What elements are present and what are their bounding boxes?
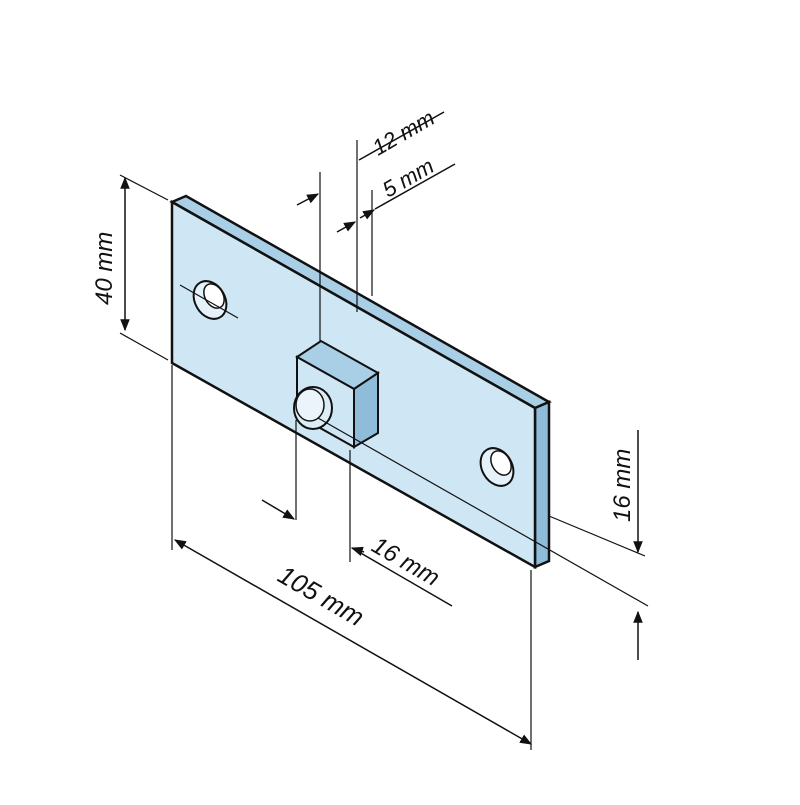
dim-depth-total-label: 12 mm bbox=[368, 105, 439, 160]
dimension-lines bbox=[120, 111, 643, 745]
dim-height-label: 40 mm bbox=[91, 232, 118, 305]
mounting-hole-right bbox=[479, 447, 515, 487]
dim-plate-thickness-label: 5 mm bbox=[378, 153, 438, 202]
dim-offset-label: 16 mm bbox=[609, 449, 636, 522]
dim-width-label: 105 mm bbox=[273, 559, 369, 632]
mounting-hole-left bbox=[192, 280, 228, 320]
dim-spacing-label: 16 mm bbox=[367, 532, 444, 592]
round-pin bbox=[293, 386, 333, 430]
